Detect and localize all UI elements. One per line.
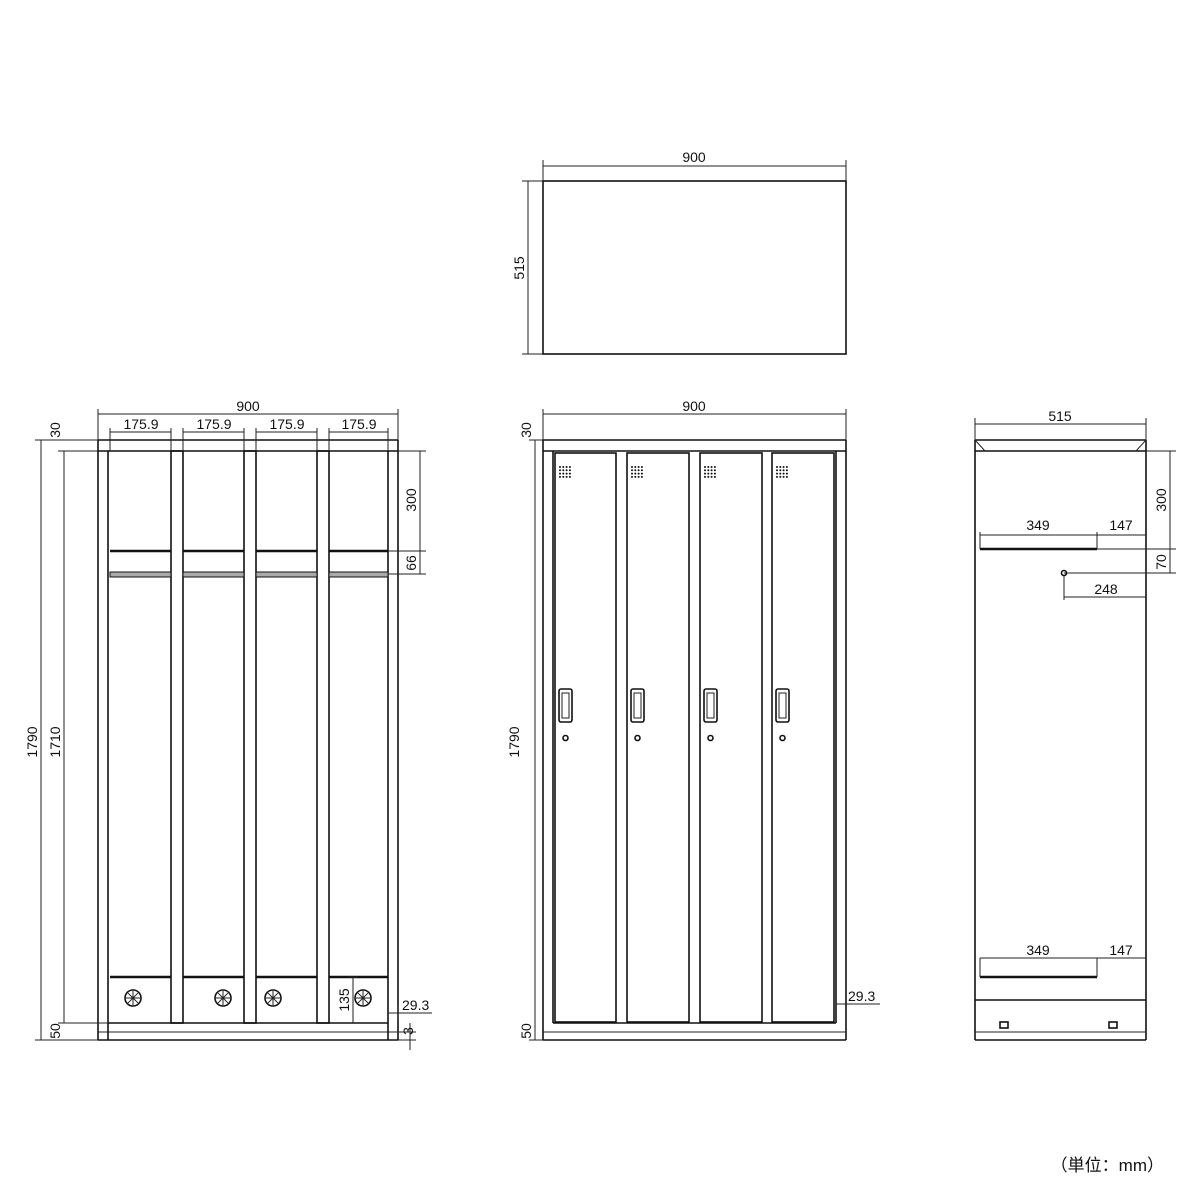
side-hook-depth-label: 248	[1094, 581, 1118, 597]
side-foot-right	[1108, 1021, 1118, 1029]
unit-label: （単位：mm）	[1051, 1156, 1164, 1175]
interior-shelf-height-label: 300	[403, 488, 419, 512]
side-shelf-depth-bottom-label: 349	[1026, 942, 1050, 958]
interior-bottom-height-label: 50	[47, 1023, 63, 1039]
vent-grille-icon	[354, 989, 372, 1007]
door-vent-icon	[631, 466, 643, 478]
front-view: 900 1790 30 50 29.3	[506, 398, 880, 1041]
hook-icon	[1060, 569, 1068, 577]
top-view-depth-label: 515	[511, 256, 527, 280]
interior-shelf-gap-label: 66	[403, 555, 419, 571]
side-depth-label: 515	[1048, 408, 1072, 424]
vent-grille-icon	[124, 989, 372, 1007]
compartment-width-4: 175.9	[341, 416, 376, 432]
door-handle-icon[interactable]	[703, 688, 718, 723]
door-handle-icon[interactable]	[775, 688, 790, 723]
divider-3	[316, 450, 330, 1024]
door-handle-icon[interactable]	[558, 688, 573, 723]
door-vent-icon	[559, 466, 571, 478]
compartment-width-1: 175.9	[123, 416, 158, 432]
vent-grille-icon	[264, 989, 282, 1007]
interior-inner-height-label: 1710	[47, 726, 63, 757]
side-shelf-offset-bottom-label: 147	[1109, 942, 1133, 958]
interior-grille-height-label: 135	[336, 988, 352, 1012]
locker-door-2[interactable]	[626, 452, 690, 1023]
door-vent-icon	[704, 466, 716, 478]
divider-2	[243, 450, 257, 1024]
vent-grille-icon	[124, 989, 142, 1007]
front-bottom-height-label: 50	[518, 1023, 534, 1039]
vent-grille-icon	[214, 989, 232, 1007]
top-view: 900 515	[511, 149, 847, 355]
side-shelf-depth-top-label: 349	[1026, 517, 1050, 533]
interior-recess-label: 29.3	[402, 997, 429, 1013]
side-shelf-height-label: 300	[1153, 488, 1169, 512]
interior-gap-label: 3	[400, 1027, 416, 1035]
front-top-thickness-label: 30	[518, 422, 534, 438]
side-hook-gap-label: 70	[1153, 554, 1169, 570]
side-bottom-shelf	[979, 957, 1146, 979]
compartment-width-2: 175.9	[196, 416, 231, 432]
front-width-label: 900	[682, 398, 706, 414]
top-view-outline	[542, 180, 847, 355]
compartment-width-3: 175.9	[269, 416, 304, 432]
interior-top-thickness-label: 30	[47, 422, 63, 438]
divider-1	[170, 450, 184, 1024]
door-lock-icon[interactable]	[779, 734, 786, 742]
door-lock-icon[interactable]	[562, 734, 569, 742]
interior-total-height-label: 1790	[24, 726, 40, 757]
door-lock-icon[interactable]	[634, 734, 641, 742]
locker-door-3[interactable]	[699, 452, 763, 1023]
top-view-width-label: 900	[682, 149, 706, 165]
front-total-height-label: 1790	[506, 726, 522, 757]
locker-doors	[554, 452, 835, 1023]
side-top-shelf	[979, 532, 1146, 551]
side-shelf-offset-top-label: 147	[1109, 517, 1133, 533]
locker-door-1[interactable]	[554, 452, 617, 1023]
front-recess-label: 29.3	[848, 988, 875, 1004]
interior-width-label: 900	[236, 398, 260, 414]
door-lock-icon[interactable]	[707, 734, 714, 742]
hanger-rails	[109, 571, 389, 578]
door-vent-icon	[776, 466, 788, 478]
side-view: 515 349 147 300 70 248	[974, 408, 1176, 1041]
interior-view: 900 175.9 175.9 175.9 175.9 1790 1710 30…	[24, 398, 432, 1050]
locker-door-4[interactable]	[771, 452, 835, 1023]
side-foot-left	[999, 1021, 1009, 1029]
door-handle-icon[interactable]	[630, 688, 645, 723]
